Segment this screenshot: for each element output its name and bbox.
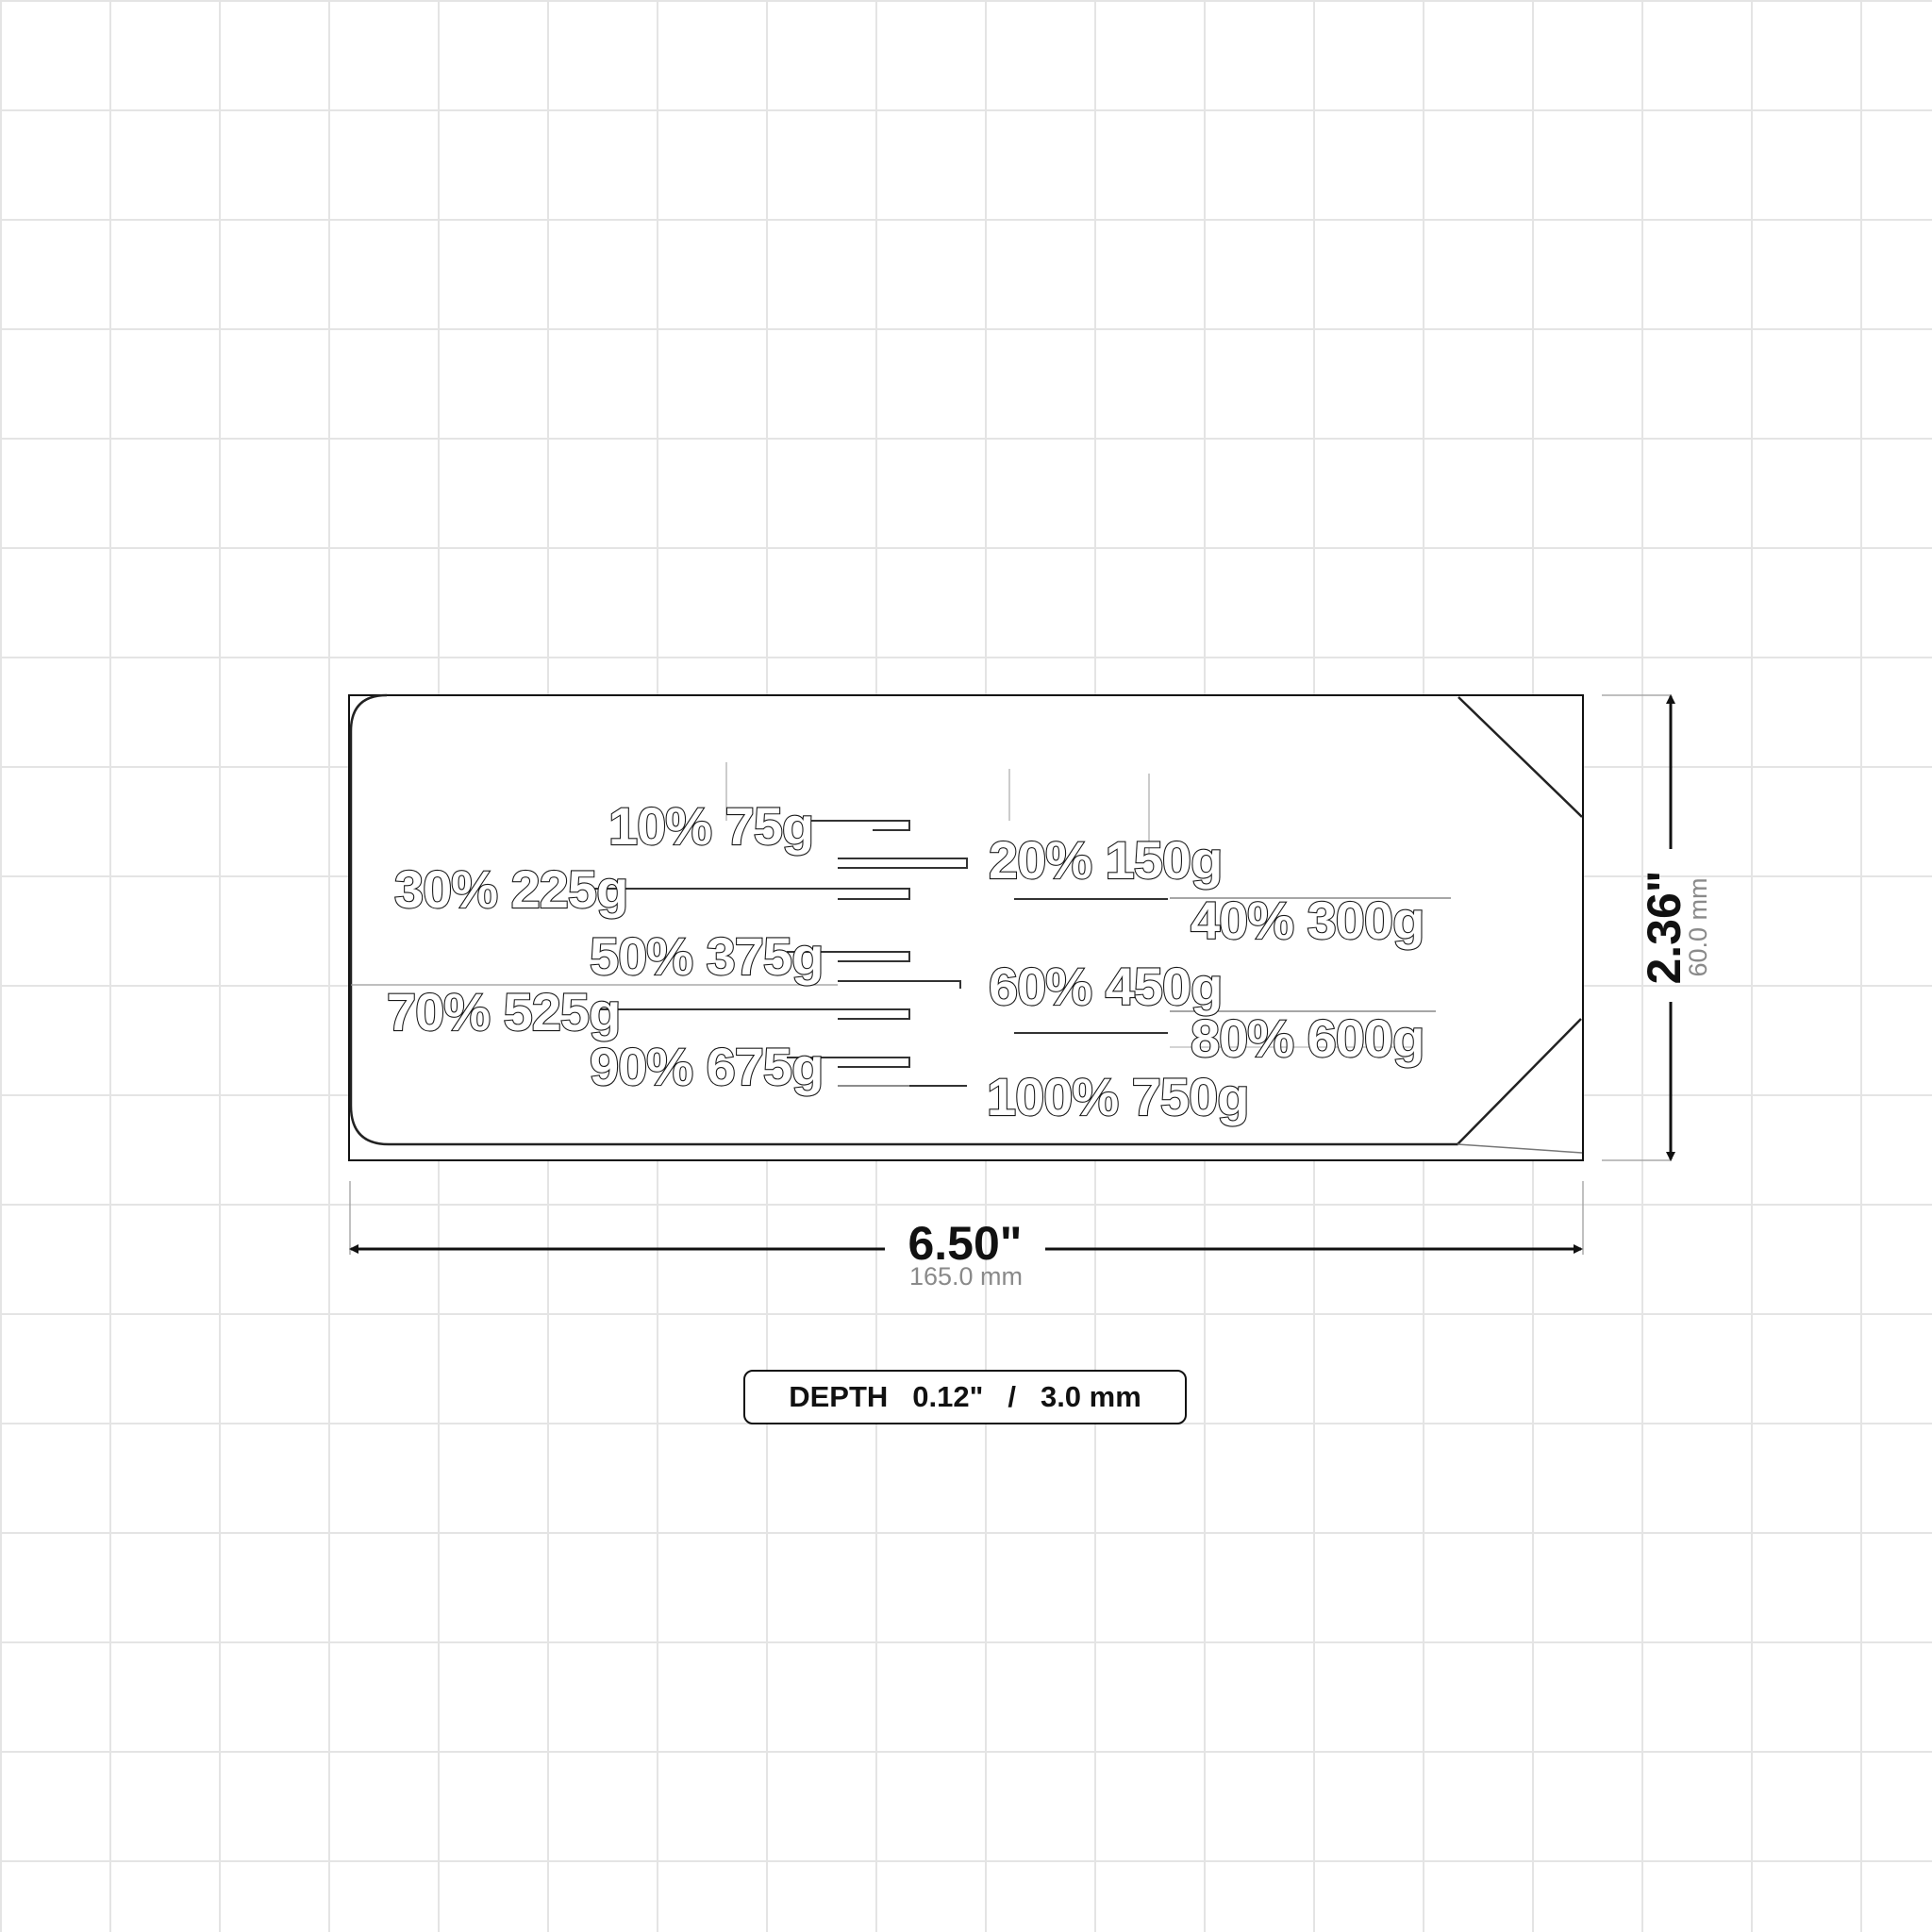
depth-label-box: DEPTH 0.12" / 3.0 mm: [743, 1370, 1187, 1424]
tick-60: [838, 980, 961, 989]
scale-label-40: 40% 300g: [1191, 891, 1424, 950]
scale-label-30: 30% 225g: [394, 859, 627, 919]
tick-30: [592, 888, 910, 900]
width-value-mm: 165.0 mm: [909, 1262, 1023, 1291]
scale-labels: 10% 75g 20% 150g 30% 225g 40% 300g 50% 3…: [386, 795, 1425, 1127]
depth-inches: 0.12": [912, 1380, 984, 1413]
scale-label-10: 10% 75g: [608, 796, 813, 856]
depth-separator: /: [1008, 1380, 1016, 1413]
height-dimension: 2.36" 60.0 mm: [1602, 694, 1712, 1161]
scale-label-90: 90% 675g: [590, 1037, 823, 1096]
depth-mm: 3.0 mm: [1040, 1380, 1141, 1413]
scale-label-50: 50% 375g: [590, 926, 823, 986]
height-value-mm: 60.0 mm: [1684, 877, 1712, 976]
depth-label: DEPTH: [789, 1380, 889, 1413]
tick-20: [838, 858, 968, 869]
scale-ticks: [351, 762, 1451, 1087]
width-dimension: 6.50" 165.0 mm: [349, 1181, 1584, 1291]
part-bounding-box: [348, 694, 1584, 1161]
scale-label-60: 60% 450g: [989, 957, 1222, 1016]
part-bottom-taper: [1457, 1143, 1583, 1154]
tick-70: [592, 1008, 910, 1020]
height-value-inches: 2.36": [1638, 870, 1690, 984]
tick-50: [787, 951, 910, 962]
width-value-inches: 6.50": [908, 1217, 1022, 1270]
tick-10: [787, 820, 910, 831]
scale-label-20: 20% 150g: [989, 830, 1222, 890]
part-chamfer-top: [1457, 696, 1583, 818]
scale-label-80: 80% 600g: [1191, 1008, 1424, 1068]
scale-label-100: 100% 750g: [987, 1067, 1248, 1126]
tick-90: [787, 1057, 910, 1068]
scale-label-70: 70% 525g: [387, 982, 620, 1041]
part-profile: [349, 693, 1582, 1146]
